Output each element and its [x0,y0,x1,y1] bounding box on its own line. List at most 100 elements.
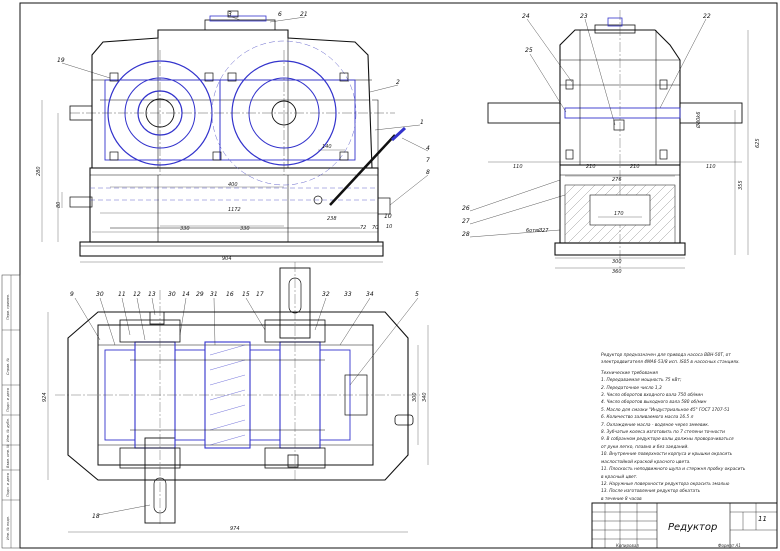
svg-text:14: 14 [182,291,190,298]
svg-text:Взам. инв. №: Взам. инв. № [6,444,10,468]
svg-text:210: 210 [630,164,640,170]
svg-text:6: 6 [278,11,282,18]
note-item: 2. Передаточное число 1,3 [601,385,662,391]
svg-text:11: 11 [118,291,126,298]
note-item: 13. После изготовления редуктор обкатать [601,489,701,495]
svg-text:10: 10 [384,213,392,220]
svg-text:110: 110 [513,164,523,170]
svg-text:16: 16 [226,291,234,298]
svg-text:280: 280 [36,166,42,176]
svg-text:Инв. № подл.: Инв. № подл. [6,516,10,540]
tech-requirements-header: Технические требования [601,370,658,376]
svg-text:26: 26 [462,205,470,212]
svg-text:34: 34 [366,291,374,298]
svg-text:30: 30 [168,291,176,298]
copied-label: Копировал [616,543,639,548]
note-item: 4. Число оборотов выходного вала 580 об/… [601,400,707,406]
svg-text:924: 924 [42,392,48,402]
svg-text:25: 25 [525,47,533,54]
svg-text:238: 238 [327,216,337,222]
side-view-dimensions: 110 210 210 110 Ø80k6 625 276 170 300 36… [513,112,761,275]
svg-text:330: 330 [180,226,190,232]
svg-text:12: 12 [133,291,141,298]
side-stamp-labels: Перв. примен. Справ. № Подп. и дата Инв.… [6,294,10,540]
svg-text:6отвØ27: 6отвØ27 [526,227,549,234]
front-view-labels: 3 6 21 19 2 1 4 7 8 10 [57,11,430,220]
svg-text:5: 5 [415,291,419,298]
svg-text:276: 276 [612,177,622,183]
svg-text:8: 8 [426,169,430,176]
svg-text:17: 17 [256,291,264,298]
svg-text:355: 355 [738,180,744,190]
svg-text:Инв. № дубл.: Инв. № дубл. [6,418,10,442]
svg-text:10: 10 [386,224,392,230]
svg-text:Перв. примен.: Перв. примен. [6,294,10,320]
title-block [591,502,778,549]
svg-text:904: 904 [222,256,232,262]
note-item: в красный цвет. [601,474,638,480]
svg-text:30: 30 [96,291,104,298]
svg-text:1172: 1172 [228,207,241,213]
svg-text:70: 70 [372,225,378,231]
svg-text:7: 7 [426,157,430,164]
svg-text:29: 29 [196,291,204,298]
svg-text:110: 110 [706,164,716,170]
plan-view [47,262,429,533]
svg-text:140: 140 [322,144,332,150]
intro-line: электродвигателя 4МА6-53/8 исп. IS05 в н… [601,360,740,366]
note-item: 8. Зубчатые колеса изготовить по 7 степе… [601,430,725,436]
svg-text:15: 15 [242,291,250,298]
svg-text:22: 22 [703,13,711,20]
note-item: 6. Количество заливаемого масла 16.5 л [601,415,694,421]
svg-text:33: 33 [344,291,352,298]
plan-view-labels: 9 30 11 12 13 30 14 29 31 16 15 17 32 33… [70,291,419,520]
svg-text:23: 23 [580,13,588,20]
front-view-dimensions: 280 400 1172 330 330 238 70 904 10 72 80… [36,144,392,262]
svg-text:Справ. №: Справ. № [6,358,10,375]
technical-notes: Редуктор предназначен для привода насоса… [601,352,773,503]
svg-text:330: 330 [240,226,250,232]
format-label: Формат A1 [718,543,741,548]
svg-text:Ø80k6: Ø80k6 [695,112,702,129]
svg-text:4: 4 [426,145,430,152]
intro-line: Редуктор предназначен для привода насоса… [601,353,731,358]
svg-text:72: 72 [360,225,366,231]
note-item: 9. В собранном редукторе валы должны про… [601,437,734,443]
side-view [487,10,749,269]
svg-text:210: 210 [586,164,596,170]
front-view [41,10,407,263]
svg-text:2: 2 [396,79,400,86]
svg-text:400: 400 [228,182,238,188]
svg-text:360: 360 [612,269,622,275]
svg-text:170: 170 [614,211,624,217]
note-item: 3. Число оборотов входного вала 750 об/м… [601,393,704,399]
svg-text:31: 31 [210,291,218,298]
svg-text:1: 1 [420,119,424,126]
side-view-labels: 24 23 22 25 26 27 28 [462,13,711,238]
svg-text:300: 300 [412,392,418,402]
svg-text:3: 3 [228,11,232,18]
note-item: 5. Масло для смазки "Индустриальное 45" … [601,407,730,413]
note-item: 12. Наружные поверхности редуктора окрас… [601,481,730,487]
sheet-number: 11 [758,515,767,523]
svg-text:340: 340 [422,392,428,402]
note-item: в течение 8 часов [601,496,642,502]
svg-text:32: 32 [322,291,330,298]
svg-text:300: 300 [612,259,622,265]
svg-text:28: 28 [462,231,470,238]
svg-text:625: 625 [755,138,761,148]
note-item: маслостойкой краской красного цвета. [601,459,691,465]
note-item: 11. Плоскость неподвижного щупа и стержн… [601,467,746,473]
svg-text:9: 9 [70,291,74,298]
note-item: 10. Внутренние поверхности корпуса и кры… [601,452,733,458]
svg-text:Подп. и дата: Подп. и дата [6,388,10,412]
svg-text:24: 24 [522,13,530,20]
svg-text:974: 974 [230,526,240,532]
drawing-title: Редуктор [668,522,718,533]
plan-view-dimensions: 924 300 340 974 [42,392,428,532]
svg-text:27: 27 [462,218,470,225]
svg-text:80: 80 [56,202,62,208]
svg-text:18: 18 [92,513,100,520]
note-item: 1. Передаваемая мощность 75 кВт; [601,378,682,384]
